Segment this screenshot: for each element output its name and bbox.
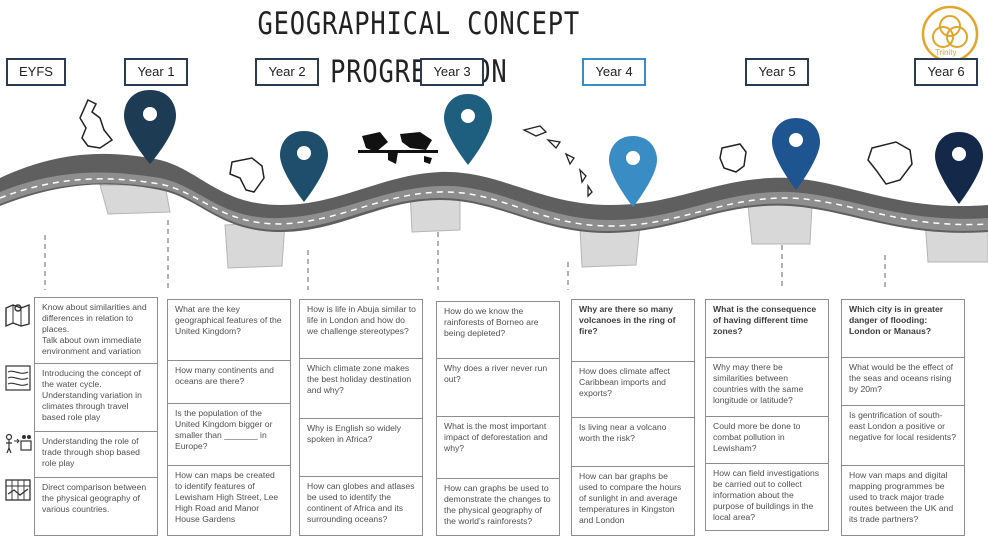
year-tab-3: Year 3 (420, 58, 484, 86)
question-cell: Which climate zone makes the best holida… (299, 358, 423, 419)
pin-year-2 (280, 131, 328, 202)
question-cell: Why may there be similarities between co… (705, 357, 829, 417)
year-tab-5: Year 5 (745, 58, 809, 86)
question-cell: How can graphs be used to demonstrate th… (436, 478, 560, 536)
question-cell: Understanding the role of trade through … (34, 431, 158, 478)
question-cell: How many continents and oceans are there… (167, 360, 291, 404)
question-cell: Why does a river never run out? (436, 358, 560, 417)
question-cell: What is the most important impact of def… (436, 416, 560, 479)
question-cell: Know about similarities and differences … (34, 297, 158, 364)
question-cell: What are the key geographical features o… (167, 299, 291, 361)
pin-year-6 (935, 132, 983, 204)
question-cell: How can bar graphs be used to compare th… (571, 466, 695, 536)
question-cell: How do we know the rainforests of Borneo… (436, 301, 560, 359)
pin-year-5 (772, 118, 820, 190)
page-title: GEOGRAPHICAL CONCEPT PROGRESSION (257, 6, 581, 90)
year-tab-4: Year 4 (582, 58, 646, 86)
question-cell: Is gentrification of south-east London a… (841, 405, 965, 466)
world-map-icon (358, 132, 438, 164)
question-cell: What would be the effect of the seas and… (841, 357, 965, 406)
question-cell: How does climate affect Caribbean import… (571, 361, 695, 418)
caribbean-map-icon (522, 125, 593, 198)
question-cell: How can maps be created to identify feat… (167, 465, 291, 536)
question-cell: Introducing the concept of the water cyc… (34, 363, 158, 432)
pin-year-1 (124, 90, 176, 164)
question-cell: How is life in Abuja similar to life in … (299, 299, 423, 359)
question-cell: What is the consequence of having differ… (705, 299, 829, 358)
map-location-icon (5, 303, 30, 328)
question-cell: How van maps and digital mapping program… (841, 465, 965, 536)
question-cell: Why is English so widely spoken in Afric… (299, 418, 423, 477)
brazil-map-icon (867, 141, 913, 185)
year-tab-6: Year 6 (914, 58, 978, 86)
question-cell: Is the population of the United Kingdom … (167, 403, 291, 466)
year-tab-eyfs: EYFS (6, 58, 66, 86)
question-cell: How can globes and atlases be used to id… (299, 476, 423, 536)
question-cell: Why are there so many volcanoes in the r… (571, 299, 695, 362)
question-cell: Direct comparison between the physical g… (34, 477, 158, 536)
africa-map-icon (229, 157, 265, 193)
question-cell: Could more be done to combat pollution i… (705, 416, 829, 464)
question-cell: Is living near a volcano worth the risk? (571, 417, 695, 467)
year-tab-2: Year 2 (255, 58, 319, 86)
logo-label: Trinity (935, 48, 957, 57)
pin-year-3 (444, 94, 492, 165)
trade-people-icon (5, 433, 32, 454)
year-tab-1: Year 1 (124, 58, 188, 86)
europe-map-icon (719, 143, 747, 173)
question-cell: How can field investigations be carried … (705, 463, 829, 531)
pin-year-4 (609, 136, 657, 207)
timeline-road (0, 90, 988, 290)
question-cell: Which city is in greater danger of flood… (841, 299, 965, 358)
comparison-icon (5, 479, 31, 501)
water-contour-icon (5, 365, 31, 391)
uk-map-icon (79, 98, 114, 149)
